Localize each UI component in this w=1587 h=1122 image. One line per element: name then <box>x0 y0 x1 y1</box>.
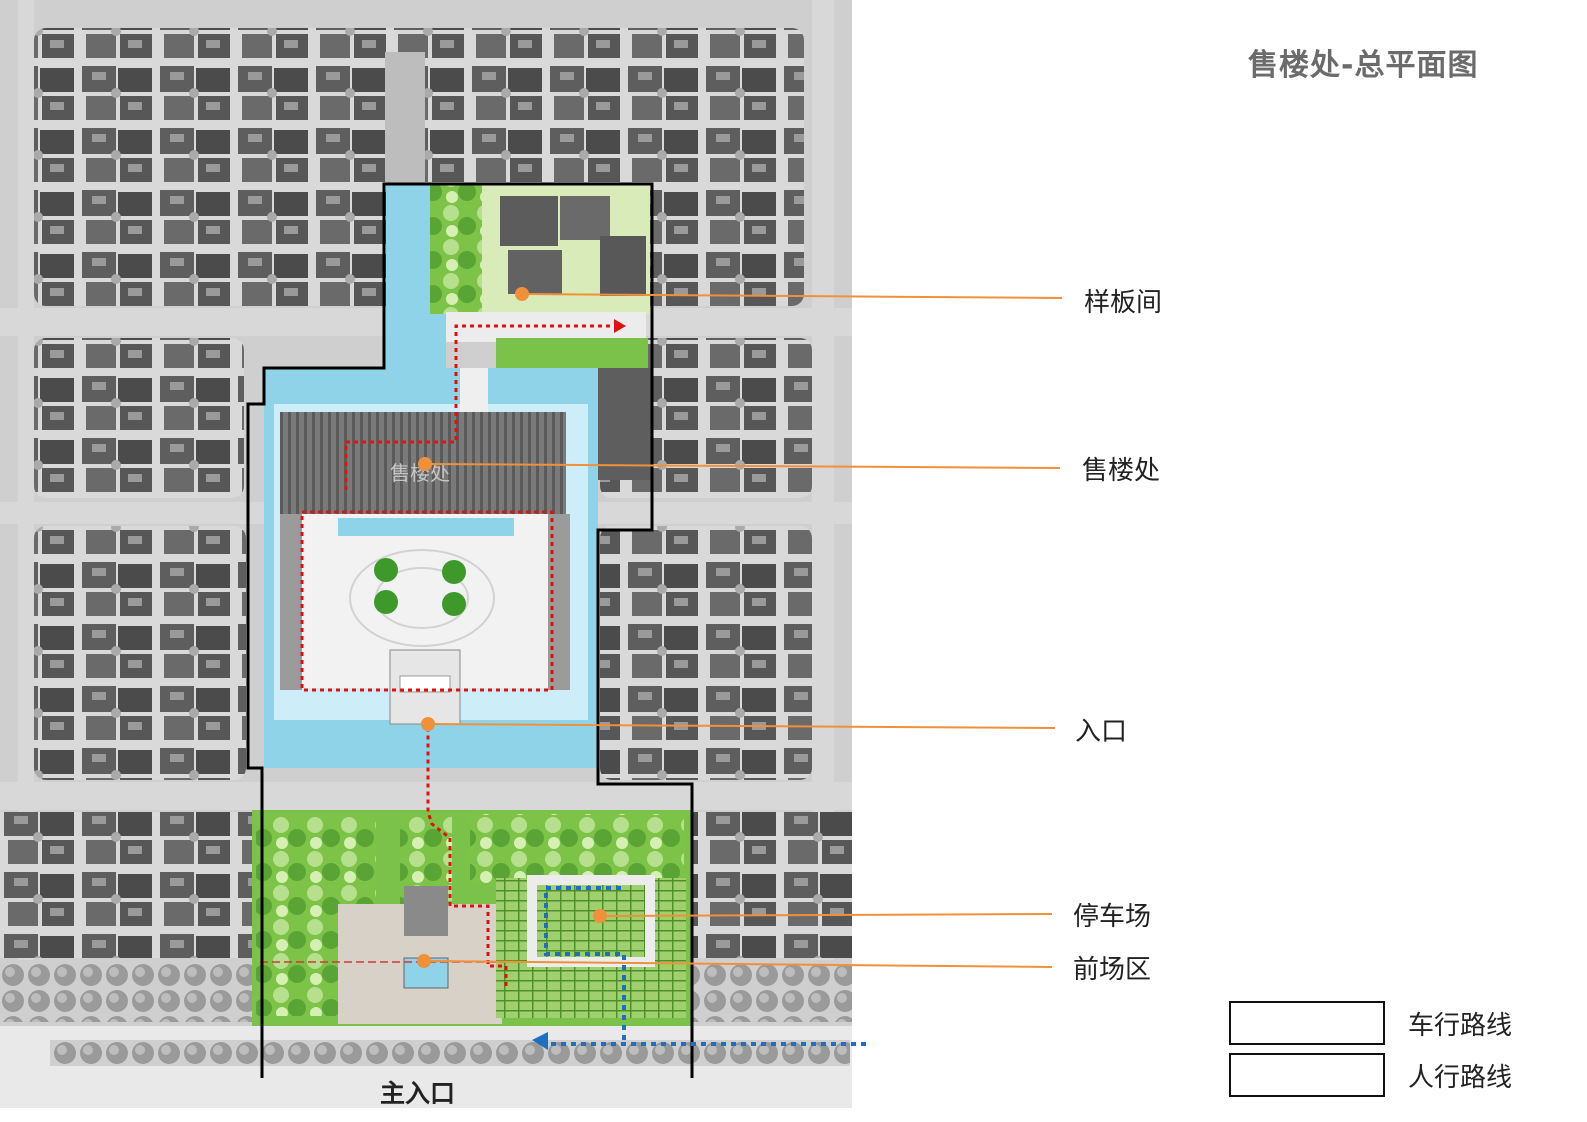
sample-house-roof <box>500 196 558 246</box>
vehicle-route-arrowhead <box>532 1032 548 1050</box>
residential-block <box>600 526 812 780</box>
callout-parking: 停车场 <box>1073 902 1152 932</box>
courtyard-tree <box>442 560 466 584</box>
street-trees <box>50 1040 850 1066</box>
bridge <box>460 368 488 416</box>
street-trees <box>0 960 260 1022</box>
callout-line <box>427 723 1056 729</box>
residential-block <box>34 338 244 498</box>
courtyard-tree <box>374 590 398 614</box>
callout-dot <box>421 717 435 731</box>
residential-block <box>34 526 246 780</box>
courtyard-pool <box>338 518 514 536</box>
tree-grove <box>470 814 684 884</box>
pedestrian-route-arrowhead <box>614 319 626 333</box>
residential-block <box>692 812 852 958</box>
legend-vehicle-label: 车行路线 <box>1408 1011 1513 1041</box>
callout-entrance: 入口 <box>1075 717 1128 747</box>
sample-house-roof <box>508 250 562 294</box>
callout-dot <box>515 287 529 301</box>
residential-block <box>0 812 252 958</box>
courtyard-tree <box>374 558 398 582</box>
courtyard-ring <box>349 549 495 647</box>
sample-house-roof <box>560 196 610 240</box>
callout-front-plaza: 前场区 <box>1073 955 1152 985</box>
garden-trees <box>430 184 482 314</box>
pedestrian-route <box>300 324 616 986</box>
entrance-steps <box>399 675 451 693</box>
callout-dot <box>417 954 431 968</box>
courtyard-tree <box>442 592 466 616</box>
road <box>812 0 834 1000</box>
garden-lawn <box>496 338 648 368</box>
callout-line <box>599 913 1053 917</box>
callout-sample-house: 样板间 <box>1084 288 1163 318</box>
parking-area <box>496 878 686 1018</box>
road <box>0 782 852 810</box>
callout-dot <box>593 909 607 923</box>
vehicle-route <box>544 886 626 1040</box>
page-title: 售楼处-总平面图 <box>1248 48 1479 83</box>
pathway <box>385 52 425 184</box>
legend-pedestrian-label: 人行路线 <box>1408 1063 1513 1093</box>
callout-line <box>521 293 1063 299</box>
main-entrance-label: 主入口 <box>380 1079 456 1108</box>
callout-sales-office: 售楼处 <box>1082 456 1161 486</box>
road <box>18 0 34 1000</box>
site-boundary <box>246 182 694 1078</box>
street-trees <box>692 960 852 1022</box>
street <box>0 1026 852 1108</box>
house-roof <box>596 368 652 480</box>
callout-dot <box>418 457 432 471</box>
legend-pedestrian-swatch <box>1229 1053 1385 1097</box>
building-wing <box>280 514 302 690</box>
front-plaza-path <box>404 886 448 936</box>
sample-house-roof <box>600 236 646 296</box>
callout-line <box>423 960 1053 968</box>
callout-line <box>424 463 1061 469</box>
legend-vehicle-swatch <box>1229 1001 1385 1045</box>
